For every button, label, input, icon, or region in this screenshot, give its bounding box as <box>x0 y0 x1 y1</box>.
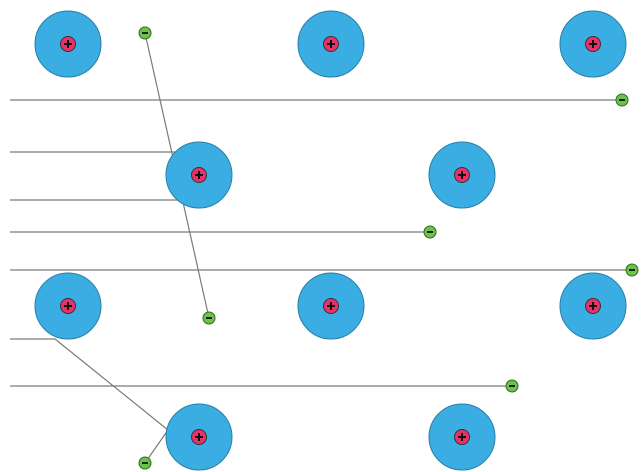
atom <box>297 272 365 340</box>
atom <box>559 272 627 340</box>
atom-lattice <box>34 10 627 471</box>
positive-charge-icon <box>327 40 335 48</box>
atom <box>428 141 496 209</box>
positive-charge-icon <box>589 302 597 310</box>
positive-charge-icon <box>195 171 203 179</box>
positive-charge-icon <box>458 433 466 441</box>
atom <box>165 403 233 471</box>
electron <box>138 26 152 40</box>
atom <box>34 272 102 340</box>
electron-trail <box>10 338 169 464</box>
electron <box>625 263 639 277</box>
electron-trails <box>10 32 632 464</box>
electron <box>202 311 216 325</box>
electrons <box>138 26 639 470</box>
atom <box>297 10 365 78</box>
positive-charge-icon <box>327 302 335 310</box>
atom <box>428 403 496 471</box>
positive-charge-icon <box>64 40 72 48</box>
positive-charge-icon <box>589 40 597 48</box>
electron <box>615 93 629 107</box>
electron <box>423 225 437 239</box>
electron <box>505 379 519 393</box>
atom <box>559 10 627 78</box>
atom <box>34 10 102 78</box>
electron <box>138 456 152 470</box>
positive-charge-icon <box>64 302 72 310</box>
atom <box>165 141 233 209</box>
positive-charge-icon <box>195 433 203 441</box>
positive-charge-icon <box>458 171 466 179</box>
